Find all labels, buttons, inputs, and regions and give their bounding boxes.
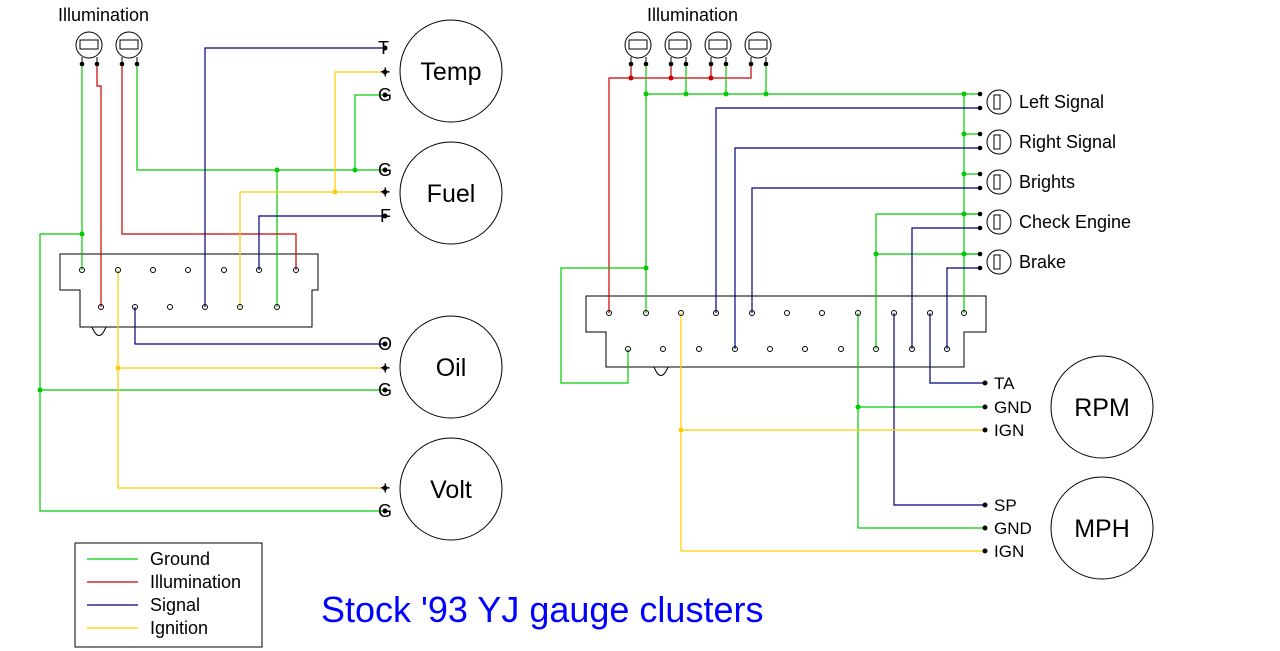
indicator-label: Brake: [1019, 252, 1066, 272]
legend-label: Ground: [150, 549, 210, 569]
pin-label: T: [378, 38, 389, 58]
pin-label: G: [378, 380, 392, 400]
gauge-fuel-label: Fuel: [427, 180, 476, 208]
left-cluster: Illumination: [37, 5, 503, 541]
right-bulb-3: [704, 31, 732, 64]
gauge-volt: Volt + G: [378, 437, 503, 541]
pin-label: GND: [994, 398, 1032, 417]
gauge-temp-label: Temp: [420, 58, 481, 86]
gauge-mph-label: MPH: [1074, 515, 1130, 543]
gauge-rpm-label: RPM: [1074, 394, 1130, 422]
pin-label: F: [380, 206, 391, 226]
pin-label: GND: [994, 519, 1032, 538]
gauge-rpm: RPM TA GND IGN: [982, 355, 1154, 459]
indicator-check-engine: Check Engine: [977, 209, 1131, 235]
pin-label: TA: [994, 374, 1015, 393]
legend-label: Signal: [150, 595, 200, 615]
right-connector-pins: [606, 310, 967, 352]
right-connector: [585, 295, 987, 368]
pin-label: SP: [994, 496, 1017, 515]
legend-label: Ignition: [150, 618, 208, 638]
left-bulb-2: [115, 31, 143, 64]
pin-label: +: [380, 62, 391, 82]
left-bulb-1: [75, 31, 103, 64]
right-cluster: Illumination: [560, 5, 1154, 580]
gauge-oil-label: Oil: [436, 354, 467, 382]
legend-item-signal: Signal: [87, 595, 200, 615]
legend-item-ground: Ground: [87, 549, 210, 569]
right-illumination-label: Illumination: [647, 5, 738, 25]
indicator-brights: Brights: [977, 169, 1075, 195]
pin-label: O: [378, 334, 392, 354]
gauge-oil: Oil O + G: [378, 315, 503, 419]
left-connector: [59, 253, 319, 328]
indicator-label: Brights: [1019, 172, 1075, 192]
pin-label: IGN: [994, 542, 1024, 561]
legend-item-illumination: Illumination: [87, 572, 241, 592]
legend-label: Illumination: [150, 572, 241, 592]
pin-label: +: [380, 358, 391, 378]
gauge-temp: Temp T + G: [378, 19, 503, 123]
pin-label: G: [378, 160, 392, 180]
gauge-volt-label: Volt: [430, 476, 472, 504]
indicator-label: Left Signal: [1019, 92, 1104, 112]
pin-label: G: [378, 85, 392, 105]
indicator-left-signal: Left Signal: [977, 89, 1104, 115]
pin-label: +: [380, 182, 391, 202]
left-illumination-label: Illumination: [58, 5, 149, 25]
gauge-fuel: Fuel G + F: [378, 141, 503, 245]
pin-label: +: [380, 478, 391, 498]
indicator-brake: Brake: [977, 249, 1066, 275]
indicator-right-signal: Right Signal: [977, 129, 1116, 155]
gauge-mph: MPH SP GND IGN: [982, 476, 1154, 580]
right-bulb-1: [624, 31, 652, 64]
legend-item-ignition: Ignition: [87, 618, 208, 638]
left-connector-pins: [79, 267, 299, 310]
pin-label: IGN: [994, 421, 1024, 440]
diagram-title: Stock '93 YJ gauge clusters: [321, 589, 763, 630]
right-bulb-2: [664, 31, 692, 64]
right-bulb-4: [744, 31, 772, 64]
indicator-label: Check Engine: [1019, 212, 1131, 232]
indicator-label: Right Signal: [1019, 132, 1116, 152]
pin-label: G: [378, 501, 392, 521]
legend: Ground Illumination Signal Ignition: [74, 542, 263, 648]
